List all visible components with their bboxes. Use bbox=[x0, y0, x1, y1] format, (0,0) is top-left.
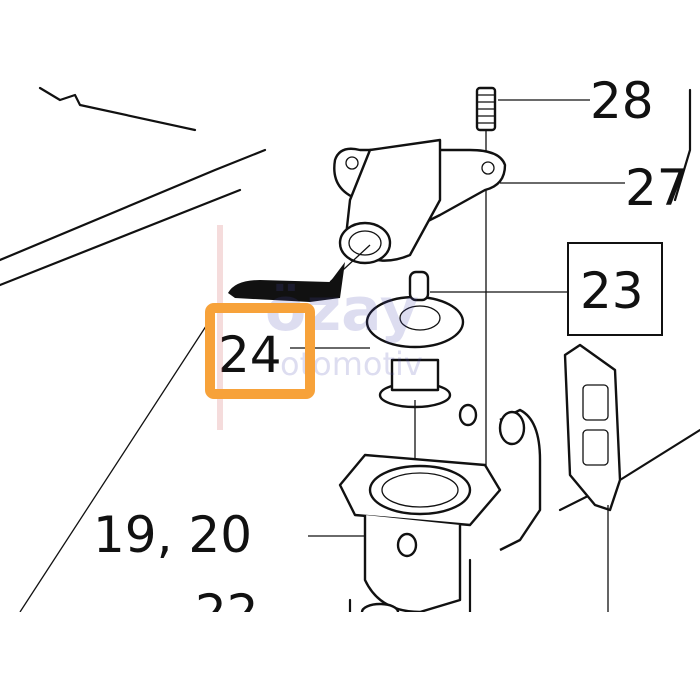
outlet-housing-part bbox=[333, 138, 507, 265]
gasket-part bbox=[228, 262, 345, 302]
engine-outline-left-2 bbox=[0, 188, 242, 287]
label-23: 23 bbox=[580, 262, 644, 320]
label-19-20: 19, 20 bbox=[93, 506, 252, 564]
engine-outline-left bbox=[0, 148, 267, 262]
leader-line-24-up bbox=[329, 244, 371, 283]
label-27: 27 bbox=[625, 159, 689, 217]
thermostat-part bbox=[365, 270, 465, 500]
thermostat-housing-part bbox=[338, 453, 502, 612]
bolt-part bbox=[475, 86, 497, 470]
label-22: 22 bbox=[195, 584, 259, 642]
label-28: 28 bbox=[590, 72, 654, 130]
o-ring-part bbox=[458, 403, 542, 552]
engine-outline-right bbox=[673, 88, 692, 202]
svg-text:otomotiv: otomotiv bbox=[280, 345, 423, 383]
highlight-box-24 bbox=[205, 303, 315, 399]
engine-outline-top bbox=[38, 86, 197, 132]
label-24: 24 bbox=[218, 326, 282, 384]
leader-line-diagonal bbox=[19, 319, 211, 612]
engine-outline-bottom bbox=[348, 558, 472, 612]
side-gasket-part bbox=[563, 343, 622, 612]
label-23-box bbox=[567, 242, 663, 336]
